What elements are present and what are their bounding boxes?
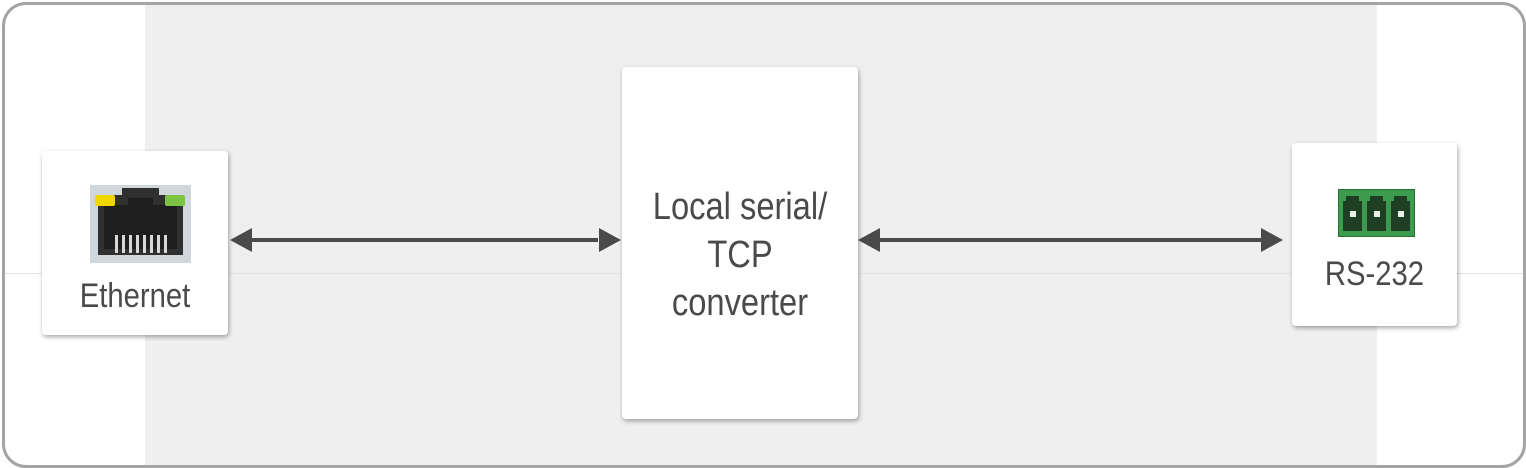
converter-label: Local serial/ TCP converter	[639, 183, 842, 327]
ethernet-label: Ethernet	[79, 277, 191, 315]
rs232-label: RS-232	[1324, 255, 1425, 293]
converter-node: Local serial/ TCP converter	[622, 67, 858, 419]
ethernet-node: Ethernet	[42, 151, 228, 335]
rs232-node: RS-232	[1292, 143, 1457, 326]
green-3-pin-terminal-connector-icon	[1338, 189, 1415, 237]
rj45-ethernet-port-icon	[90, 185, 191, 263]
converter-label-line-3: converter	[671, 282, 809, 324]
converter-label-line-2: TCP	[707, 234, 773, 276]
converter-label-line-1: Local serial/	[652, 186, 828, 228]
arrow-converter-rs232	[858, 228, 1283, 252]
arrow-ethernet-converter	[230, 228, 621, 252]
